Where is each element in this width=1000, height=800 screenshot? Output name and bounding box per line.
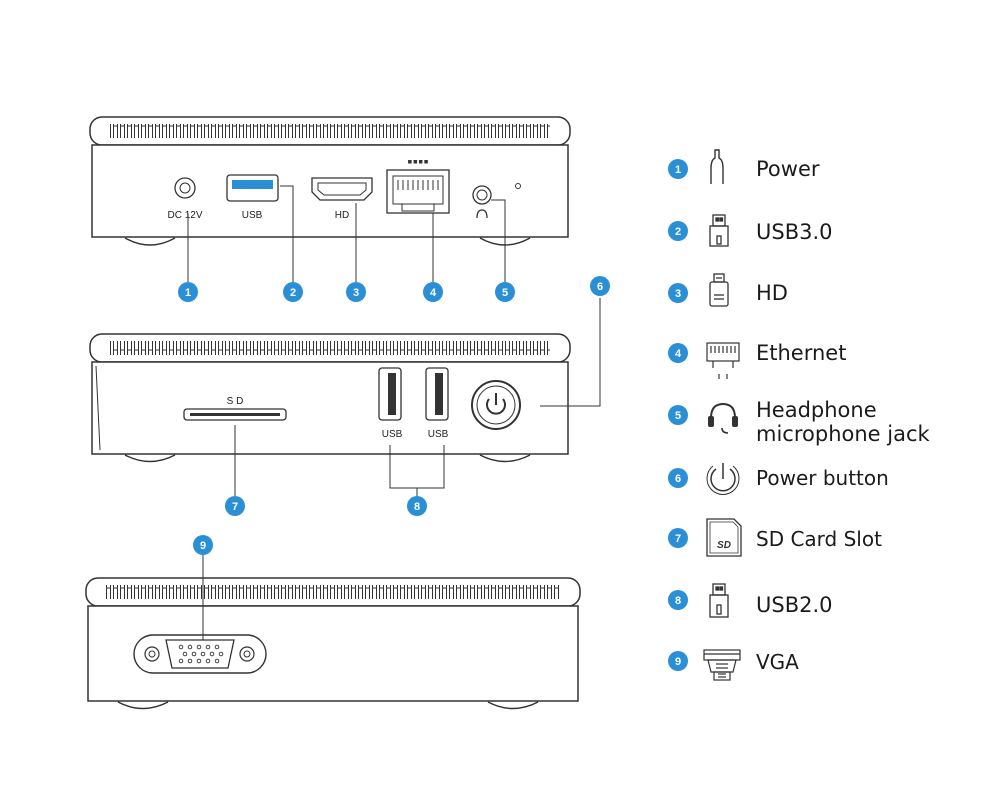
back-panel: DC 12V USB HD ▪▪▪▪ [89,116,571,302]
svg-text:3: 3 [675,288,681,300]
side-vent [106,585,560,599]
back-vent [110,124,550,138]
hdmi-label: HD [335,210,349,221]
usb3-label: USB [242,210,263,221]
svg-text:8: 8 [675,595,681,607]
svg-text:1: 1 [185,287,191,299]
legend-item-ethernet: 4 Ethernet [668,341,846,379]
status-led [515,183,521,189]
legend-item-power: 1 Power [668,149,820,184]
legend: 1 Power 2 USB3.0 3 [668,149,930,681]
svg-text:3: 3 [353,287,359,299]
callout-5: 5 [495,282,515,302]
svg-text:Power button: Power button [756,466,889,490]
svg-text:USB2.0: USB2.0 [756,593,833,617]
svg-text:4: 4 [430,287,437,299]
legend-item-vga: 9 VGA [668,649,799,681]
callout-4: 4 [423,282,443,302]
usb2-left-label: USB [382,429,403,440]
ethernet-icon [706,342,740,379]
svg-text:9: 9 [200,540,206,552]
front-leader-lines [234,298,601,496]
callout-7: 7 [225,496,245,516]
callout-6: 6 [590,276,610,296]
vga-pins [178,644,224,664]
svg-text:SD Card Slot: SD Card Slot [756,527,882,551]
svg-text:9: 9 [675,656,681,668]
svg-text:SD: SD [717,540,731,551]
svg-text:5: 5 [675,410,681,422]
usb-icon [709,583,729,618]
hdmi-port [311,177,373,201]
callout-1: 1 [178,282,198,302]
svg-text:microphone jack: microphone jack [756,422,930,446]
vga-icon [703,649,741,681]
ethernet-symbol: ▪▪▪▪ [407,157,429,167]
power-button-icon [706,463,740,495]
front-panel: S D USB USB 6 7 8 [89,276,610,516]
usb-icon [709,214,729,247]
side-panel: 9 [85,535,581,710]
svg-text:Ethernet: Ethernet [756,341,846,365]
headset-icon [708,402,738,434]
callout-8: 8 [407,496,427,516]
svg-text:6: 6 [675,473,681,485]
front-vent [110,341,550,355]
back-foot-left [124,237,176,246]
back-leader-lines [187,185,506,282]
svg-text:2: 2 [675,226,681,238]
svg-text:6: 6 [597,281,603,293]
legend-item-hd: 3 HD [668,273,788,307]
sd-card-icon: SD [706,518,742,557]
legend-item-headphone: 5 Headphone microphone jack [668,398,930,446]
svg-text:7: 7 [232,501,238,513]
svg-text:8: 8 [414,501,420,513]
svg-text:Power: Power [756,157,820,181]
legend-item-power-button: 6 Power button [668,463,889,495]
callout-3: 3 [346,282,366,302]
headphone-port-icon [476,209,488,219]
svg-text:VGA: VGA [756,650,799,674]
legend-item-usb2: 8 USB2.0 [668,583,833,618]
dc-label: DC 12V [167,210,202,221]
svg-text:5: 5 [502,287,508,299]
callout-9: 9 [193,535,213,555]
svg-text:7: 7 [675,533,681,545]
legend-item-sd-card: 7 SD SD Card Slot [668,518,882,557]
power-symbol [486,398,506,415]
svg-text:USB3.0: USB3.0 [756,220,833,244]
svg-text:HD: HD [756,281,788,305]
usb2-right-label: USB [428,429,449,440]
callout-2: 2 [283,282,303,302]
svg-text:4: 4 [675,348,682,360]
legend-item-usb3: 2 USB3.0 [668,214,833,247]
dc-plug-icon [710,149,724,184]
svg-text:1: 1 [675,164,681,176]
svg-text:2: 2 [290,287,296,299]
svg-text:Headphone: Headphone [756,398,877,422]
sd-label: S D [227,396,244,407]
hdmi-plug-icon [709,273,729,307]
